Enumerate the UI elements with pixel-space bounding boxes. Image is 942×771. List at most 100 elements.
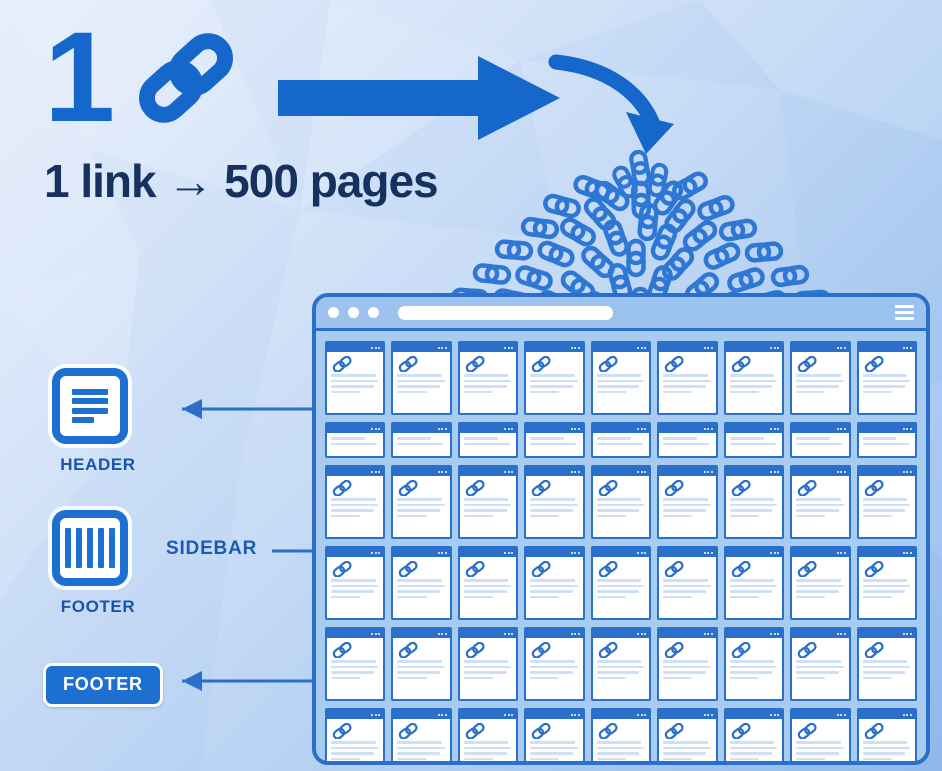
page-thumbnail[interactable] bbox=[657, 708, 718, 761]
thumbnail-body bbox=[393, 433, 449, 456]
page-thumbnail[interactable] bbox=[590, 465, 652, 539]
thumbnail-titlebar bbox=[393, 710, 450, 719]
page-thumbnail[interactable] bbox=[524, 341, 585, 415]
page-thumbnail[interactable] bbox=[457, 627, 519, 701]
page-thumbnail[interactable] bbox=[657, 627, 718, 701]
thumbnail-body bbox=[393, 638, 449, 699]
page-thumbnail[interactable] bbox=[790, 546, 851, 620]
thumbnail-body bbox=[726, 638, 782, 699]
page-thumbnail[interactable] bbox=[856, 708, 917, 761]
page-thumbnail[interactable] bbox=[457, 708, 519, 761]
thumbnail-titlebar bbox=[858, 710, 915, 719]
page-thumbnail[interactable] bbox=[723, 341, 785, 415]
page-thumbnail[interactable] bbox=[856, 465, 917, 539]
page-thumbnail[interactable] bbox=[325, 465, 386, 539]
page-thumbnail[interactable] bbox=[856, 341, 917, 415]
thumbnail-titlebar bbox=[327, 710, 384, 719]
page-thumbnail[interactable] bbox=[457, 341, 519, 415]
page-thumbnail[interactable] bbox=[790, 627, 851, 701]
thumbnail-titlebar bbox=[526, 424, 583, 433]
page-thumbnail-grid bbox=[316, 331, 926, 761]
page-thumbnail[interactable] bbox=[790, 422, 851, 458]
page-thumbnail[interactable] bbox=[790, 708, 851, 761]
thumbnail-titlebar bbox=[459, 424, 517, 433]
thumbnail-titlebar bbox=[792, 467, 849, 476]
thumbnail-titlebar bbox=[792, 343, 849, 352]
legend-item-footer-bars[interactable]: FOOTER bbox=[52, 510, 144, 617]
chain-link-icon bbox=[133, 25, 239, 136]
thumbnail-body bbox=[792, 476, 848, 537]
page-thumbnail[interactable] bbox=[657, 465, 718, 539]
thumbnail-body bbox=[792, 638, 848, 699]
page-thumbnail[interactable] bbox=[790, 465, 851, 539]
legend-item-header[interactable]: HEADER bbox=[52, 368, 144, 475]
thumbnail-titlebar bbox=[393, 467, 450, 476]
thumbnail-body bbox=[526, 352, 582, 413]
page-thumbnail[interactable] bbox=[524, 422, 585, 458]
window-dot-maximize[interactable] bbox=[368, 307, 379, 318]
thumbnail-body bbox=[659, 476, 715, 537]
thumbnail-body bbox=[460, 352, 516, 413]
thumbnail-body bbox=[526, 557, 582, 618]
page-thumbnail[interactable] bbox=[325, 341, 386, 415]
page-thumbnail[interactable] bbox=[856, 627, 917, 701]
page-thumbnail[interactable] bbox=[723, 708, 785, 761]
page-thumbnail[interactable] bbox=[524, 627, 585, 701]
page-thumbnail[interactable] bbox=[657, 546, 718, 620]
thumbnail-body bbox=[327, 557, 383, 618]
thumbnail-body bbox=[659, 719, 715, 761]
page-thumbnail[interactable] bbox=[856, 546, 917, 620]
page-thumbnail[interactable] bbox=[723, 465, 785, 539]
thumbnail-titlebar bbox=[659, 629, 716, 638]
page-thumbnail[interactable] bbox=[856, 422, 917, 458]
page-thumbnail[interactable] bbox=[657, 422, 718, 458]
page-thumbnail[interactable] bbox=[325, 708, 386, 761]
thumbnail-titlebar bbox=[459, 343, 517, 352]
page-thumbnail[interactable] bbox=[590, 422, 652, 458]
page-thumbnail[interactable] bbox=[391, 708, 452, 761]
page-thumbnail[interactable] bbox=[325, 546, 386, 620]
page-thumbnail[interactable] bbox=[524, 708, 585, 761]
page-thumbnail[interactable] bbox=[723, 546, 785, 620]
page-thumbnail[interactable] bbox=[457, 422, 519, 458]
page-thumbnail[interactable] bbox=[325, 422, 386, 458]
thumbnail-body bbox=[393, 476, 449, 537]
legend-caption-header: HEADER bbox=[60, 455, 136, 474]
page-thumbnail[interactable] bbox=[524, 465, 585, 539]
thumbnail-body bbox=[726, 352, 782, 413]
url-input[interactable] bbox=[398, 305, 613, 320]
page-thumbnail[interactable] bbox=[590, 546, 652, 620]
thumbnail-titlebar bbox=[393, 343, 450, 352]
curved-arrow-down-icon bbox=[548, 54, 674, 154]
thumbnail-titlebar bbox=[459, 629, 517, 638]
page-thumbnail[interactable] bbox=[391, 341, 452, 415]
page-thumbnail[interactable] bbox=[325, 627, 386, 701]
hamburger-icon[interactable] bbox=[895, 305, 914, 320]
page-thumbnail[interactable] bbox=[391, 627, 452, 701]
page-thumbnail[interactable] bbox=[391, 465, 452, 539]
page-title: 1 link → 500 pages bbox=[44, 155, 439, 207]
page-thumbnail[interactable] bbox=[657, 341, 718, 415]
page-thumbnail[interactable] bbox=[723, 422, 785, 458]
page-thumbnail[interactable] bbox=[391, 546, 452, 620]
thumbnail-titlebar bbox=[659, 424, 716, 433]
page-thumbnail[interactable] bbox=[524, 546, 585, 620]
thumbnail-titlebar bbox=[659, 343, 716, 352]
page-thumbnail[interactable] bbox=[457, 546, 519, 620]
page-thumbnail[interactable] bbox=[391, 422, 452, 458]
page-thumbnail[interactable] bbox=[590, 627, 652, 701]
page-thumbnail[interactable] bbox=[590, 341, 652, 415]
vertical-bars-icon bbox=[52, 510, 128, 586]
thumbnail-body bbox=[526, 476, 582, 537]
page-thumbnail[interactable] bbox=[590, 708, 652, 761]
page-thumbnail[interactable] bbox=[457, 465, 519, 539]
page-thumbnail[interactable] bbox=[790, 341, 851, 415]
thumbnail-titlebar bbox=[526, 710, 583, 719]
thumbnail-titlebar bbox=[858, 343, 915, 352]
window-dot-minimize[interactable] bbox=[348, 307, 359, 318]
thumbnail-titlebar bbox=[327, 629, 384, 638]
page-thumbnail[interactable] bbox=[723, 627, 785, 701]
footer-pill-badge[interactable]: FOOTER bbox=[43, 663, 163, 707]
window-dot-close[interactable] bbox=[328, 307, 339, 318]
